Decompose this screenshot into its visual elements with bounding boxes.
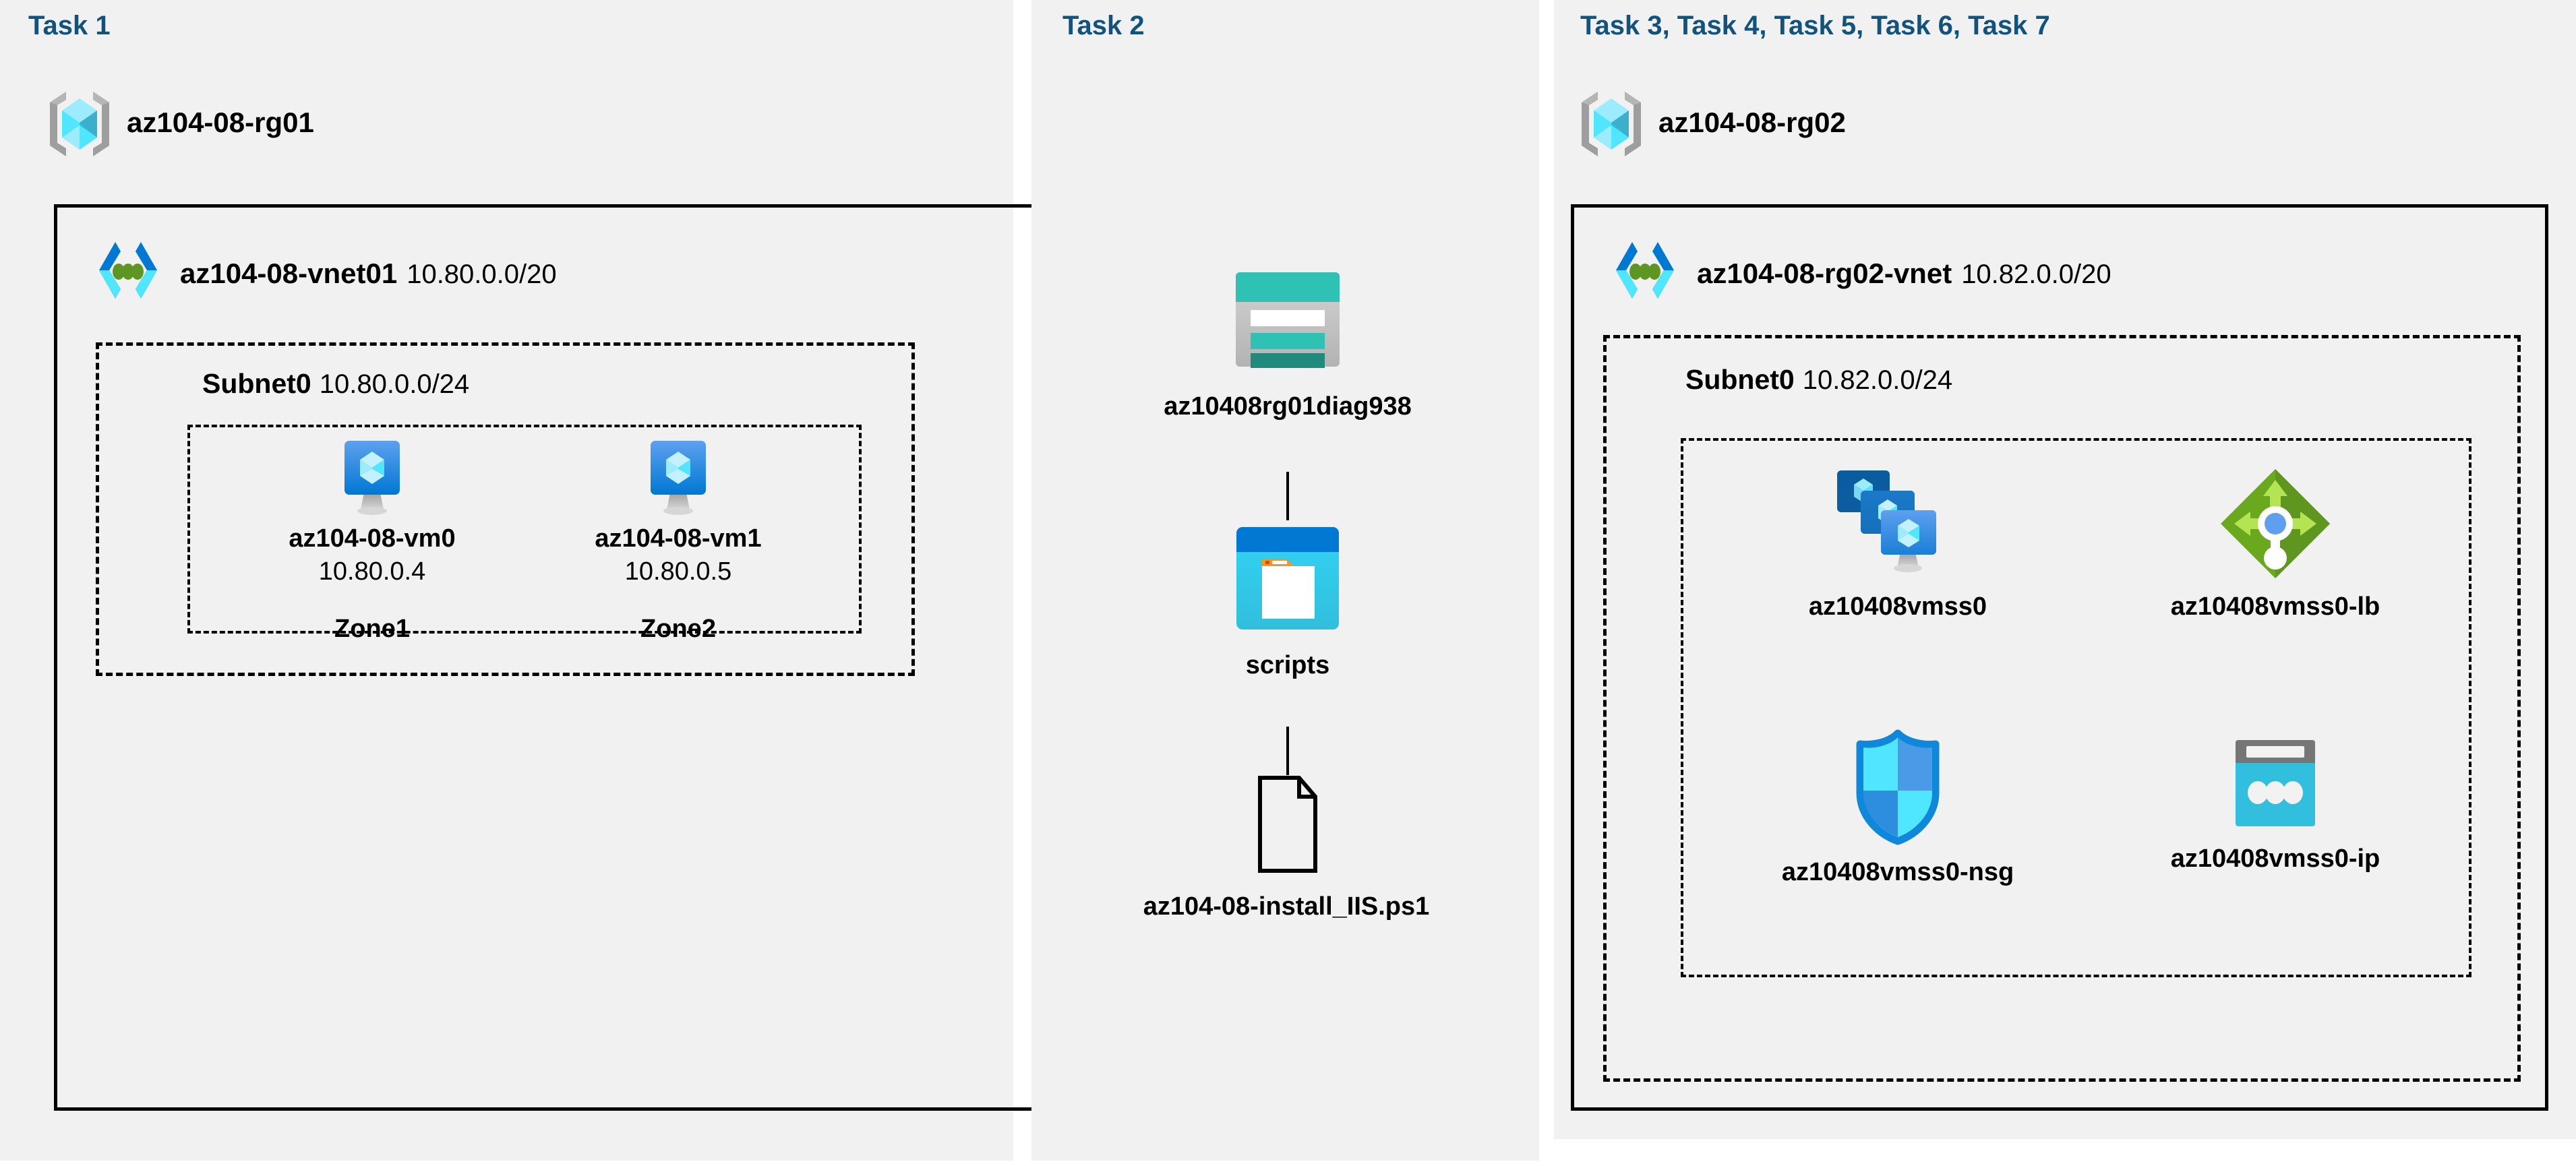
load-balancer-icon bbox=[2217, 465, 2335, 583]
vm-ip: 10.80.0.5 bbox=[624, 557, 732, 586]
subnet-name: Subnet0 bbox=[202, 368, 311, 399]
subnet-boundary-task1 bbox=[96, 342, 915, 676]
subnet-cidr: 10.82.0.0/24 bbox=[1802, 365, 1953, 395]
virtual-network-icon bbox=[91, 238, 165, 309]
vm-ip: 10.80.0.4 bbox=[318, 557, 426, 586]
nsg-name: az10408vmss0-nsg bbox=[1781, 858, 2014, 886]
node-blob-container[interactable]: scripts bbox=[1146, 520, 1429, 680]
node-storage-account[interactable]: az10408rg01diag938 bbox=[1106, 263, 1470, 421]
resource-group-header-rg02: az104-08-rg02 bbox=[1578, 86, 1846, 159]
node-public-ip[interactable]: az10408vmss0-ip bbox=[2130, 735, 2420, 873]
public-ip-name: az10408vmss0-ip bbox=[2170, 845, 2380, 873]
virtual-network-icon bbox=[1608, 238, 1682, 309]
node-nsg[interactable]: az10408vmss0-nsg bbox=[1753, 728, 2043, 887]
node-load-balancer[interactable]: az10408vmss0-lb bbox=[2130, 465, 2420, 621]
connector-container-to-file bbox=[1286, 727, 1289, 775]
subnet-boundary-task3 bbox=[1603, 335, 2521, 1082]
resource-group-icon bbox=[46, 86, 113, 159]
node-vm1[interactable]: az104-08-vm1 10.80.0.5 Zone2 bbox=[564, 437, 793, 644]
vm-name: az104-08-vm0 bbox=[289, 524, 456, 553]
vnet-boundary-rg02-vnet bbox=[1571, 204, 2548, 1111]
node-vmss[interactable]: az10408vmss0 bbox=[1753, 465, 2043, 621]
storage-account-icon bbox=[1224, 263, 1352, 377]
node-script-file[interactable]: az104-08-install_IIS.ps1 bbox=[1084, 774, 1489, 921]
vnet-cidr: 10.80.0.0/20 bbox=[407, 259, 557, 289]
storage-account-name: az10408rg01diag938 bbox=[1164, 392, 1412, 421]
blob-container-icon bbox=[1226, 520, 1349, 636]
vm-name: az104-08-vm1 bbox=[595, 524, 762, 553]
network-security-group-icon bbox=[1848, 728, 1948, 846]
vmss-name: az10408vmss0 bbox=[1808, 592, 1987, 621]
vm-zone: Zone1 bbox=[334, 615, 410, 643]
node-vm0[interactable]: az104-08-vm0 10.80.0.4 Zone1 bbox=[258, 437, 487, 644]
subnet-name: Subnet0 bbox=[1685, 364, 1795, 395]
connector-storage-to-container bbox=[1286, 472, 1289, 520]
vnet-header-rg02: az104-08-rg02-vnet 10.82.0.0/20 bbox=[1608, 238, 2111, 309]
vnet-header-vnet01: az104-08-vnet01 10.80.0.0/20 bbox=[91, 238, 557, 309]
task-label-3: Task 3, Task 4, Task 5, Task 6, Task 7 bbox=[1580, 11, 2050, 40]
virtual-machine-icon bbox=[335, 437, 409, 518]
panel-task-1 bbox=[0, 0, 1013, 1161]
resource-group-header-rg01: az104-08-rg01 bbox=[46, 86, 314, 159]
script-file-name: az104-08-install_IIS.ps1 bbox=[1143, 892, 1430, 921]
resource-group-name: az104-08-rg02 bbox=[1658, 106, 1846, 138]
task-label-1: Task 1 bbox=[28, 11, 111, 40]
subnet-label-task1: Subnet0 10.80.0.0/24 bbox=[202, 368, 469, 400]
vnet-name: az104-08-vnet01 bbox=[180, 257, 398, 289]
file-icon bbox=[1249, 774, 1323, 875]
task-label-2: Task 2 bbox=[1062, 11, 1145, 40]
blob-container-name: scripts bbox=[1245, 651, 1330, 679]
vm-scale-set-icon bbox=[1830, 465, 1965, 583]
public-ip-address-icon bbox=[2225, 735, 2326, 832]
subnet-cidr: 10.80.0.0/24 bbox=[319, 369, 470, 399]
resources-boundary-task3 bbox=[1681, 438, 2472, 977]
panel-task-3-7 bbox=[1554, 0, 2576, 1139]
resource-group-name: az104-08-rg01 bbox=[127, 106, 314, 138]
vnet-name: az104-08-rg02-vnet bbox=[1697, 257, 1952, 289]
vm-zone: Zone2 bbox=[640, 615, 716, 643]
availability-zone-boundary bbox=[187, 425, 862, 634]
load-balancer-name: az10408vmss0-lb bbox=[2170, 592, 2380, 621]
vnet-cidr: 10.82.0.0/20 bbox=[1961, 259, 2111, 289]
resource-group-icon bbox=[1578, 86, 1645, 159]
virtual-machine-icon bbox=[641, 437, 715, 518]
